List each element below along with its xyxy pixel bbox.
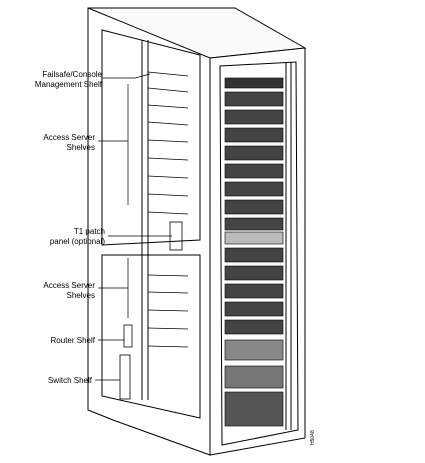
callout-access-server-upper: Access Server Shelves [43, 133, 95, 152]
callout-access-server-lower: Access Server Shelves [43, 281, 95, 300]
callout-router-shelf: Router Shelf [50, 336, 95, 345]
callout-switch-shelf: Switch Shelf [47, 376, 92, 385]
leader-lines [95, 73, 172, 381]
front-equipment [224, 77, 284, 427]
callout-t1-patch-panel: T1 patch panel (optional) [49, 227, 105, 246]
side-shelves-lower [119, 274, 189, 400]
side-frame-lower [101, 254, 201, 419]
side-shelves-upper [147, 71, 189, 251]
callout-failsafe-console: Failsafe/Console Management Shelf [34, 70, 102, 89]
figure-id: H5048 [310, 430, 316, 445]
side-frame-upper [101, 29, 201, 246]
